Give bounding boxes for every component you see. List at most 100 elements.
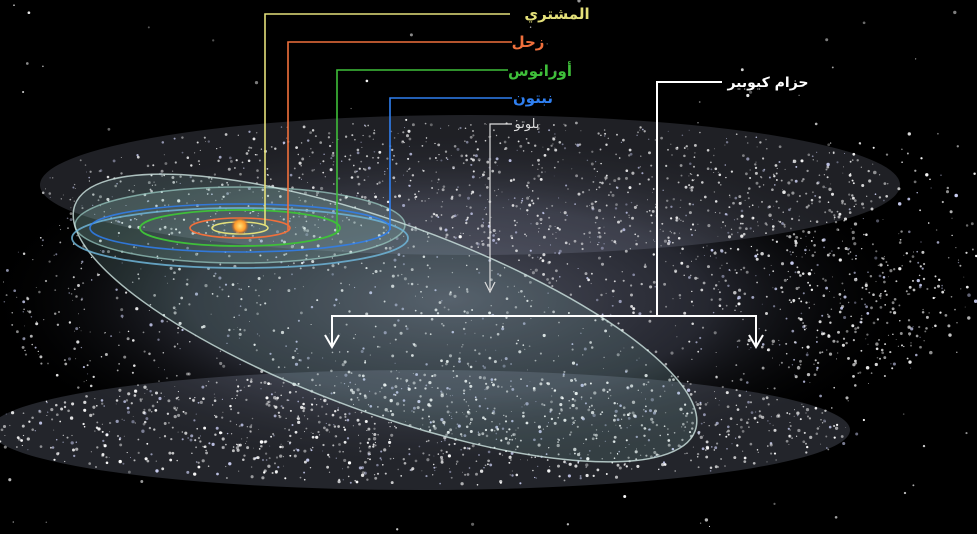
- belt-particle: [654, 285, 657, 288]
- belt-particle: [92, 413, 95, 416]
- belt-particle: [309, 448, 312, 450]
- belt-particle: [778, 339, 780, 341]
- belt-particle: [317, 219, 319, 221]
- background-star: [698, 101, 701, 103]
- belt-particle: [821, 331, 823, 333]
- belt-particle: [287, 440, 289, 443]
- belt-particle: [70, 207, 72, 209]
- belt-particle: [662, 385, 665, 388]
- belt-particle: [501, 454, 504, 456]
- belt-particle: [219, 146, 221, 148]
- belt-particle: [219, 361, 223, 366]
- belt-particle: [763, 168, 766, 171]
- belt-particle: [647, 428, 650, 431]
- belt-particle: [64, 460, 66, 463]
- belt-particle: [774, 287, 778, 291]
- belt-particle: [735, 364, 738, 367]
- belt-particle: [842, 441, 846, 446]
- belt-particle: [443, 424, 446, 426]
- belt-particle: [346, 437, 350, 440]
- belt-particle: [315, 384, 317, 387]
- belt-particle: [767, 348, 771, 352]
- belt-particle: [614, 409, 618, 413]
- belt-particle: [378, 150, 382, 154]
- belt-particle: [305, 254, 308, 257]
- belt-particle: [461, 346, 463, 348]
- belt-particle: [495, 432, 498, 435]
- belt-particle: [833, 214, 836, 217]
- belt-particle: [80, 297, 84, 300]
- belt-particle: [151, 404, 155, 408]
- belt-particle: [421, 408, 425, 411]
- belt-particle: [501, 427, 505, 430]
- belt-particle: [218, 155, 222, 159]
- belt-particle: [575, 363, 578, 366]
- belt-particle: [222, 411, 224, 413]
- belt-particle: [298, 215, 301, 218]
- belt-particle: [700, 422, 703, 425]
- belt-particle: [947, 256, 950, 259]
- belt-particle: [482, 239, 484, 241]
- belt-particle: [537, 158, 540, 162]
- belt-particle: [475, 140, 477, 143]
- belt-particle: [192, 400, 195, 403]
- belt-particle: [402, 255, 405, 258]
- belt-particle: [911, 279, 915, 282]
- belt-particle: [767, 387, 769, 389]
- belt-particle: [291, 423, 294, 427]
- belt-particle: [877, 264, 879, 266]
- belt-particle: [377, 198, 379, 200]
- belt-particle: [702, 246, 705, 249]
- belt-particle: [634, 233, 637, 236]
- belt-particle: [57, 452, 60, 454]
- belt-particle: [824, 421, 826, 423]
- belt-particle: [96, 272, 99, 275]
- belt-particle: [881, 271, 884, 274]
- belt-particle: [740, 209, 744, 213]
- belt-particle: [250, 146, 253, 149]
- belt-particle: [226, 342, 228, 344]
- belt-particle: [678, 237, 681, 240]
- belt-particle: [773, 428, 777, 432]
- belt-particle: [710, 248, 714, 252]
- belt-particle: [217, 159, 220, 163]
- belt-particle: [452, 394, 454, 396]
- belt-particle: [149, 323, 153, 327]
- belt-particle: [606, 390, 609, 393]
- belt-particle: [466, 290, 469, 293]
- belt-particle: [511, 433, 515, 436]
- belt-particle: [820, 443, 822, 445]
- belt-particle: [842, 337, 846, 340]
- belt-particle: [697, 431, 701, 435]
- belt-particle: [622, 413, 626, 417]
- belt-particle: [789, 422, 791, 424]
- belt-particle: [407, 282, 410, 285]
- belt-particle: [534, 359, 537, 362]
- belt-particle: [388, 438, 391, 441]
- belt-particle: [100, 250, 101, 251]
- belt-particle: [834, 220, 838, 224]
- belt-particle: [551, 277, 555, 280]
- belt-particle: [745, 270, 749, 274]
- belt-particle: [599, 148, 602, 151]
- belt-particle: [622, 138, 625, 142]
- belt-particle: [879, 306, 883, 309]
- belt-particle: [247, 385, 250, 387]
- belt-particle: [424, 200, 426, 202]
- belt-particle: [674, 269, 678, 273]
- belt-particle: [720, 184, 722, 186]
- belt-particle: [439, 482, 441, 485]
- belt-particle: [178, 231, 181, 234]
- belt-particle: [742, 154, 745, 157]
- belt-particle: [325, 422, 327, 424]
- belt-particle: [466, 311, 469, 315]
- belt-particle: [420, 290, 422, 293]
- belt-particle: [298, 196, 300, 198]
- belt-particle: [311, 259, 315, 264]
- belt-particle: [718, 173, 722, 177]
- belt-particle: [646, 211, 648, 213]
- belt-particle: [439, 227, 443, 231]
- belt-particle: [27, 310, 29, 312]
- belt-particle: [651, 221, 654, 224]
- belt-particle: [295, 340, 298, 343]
